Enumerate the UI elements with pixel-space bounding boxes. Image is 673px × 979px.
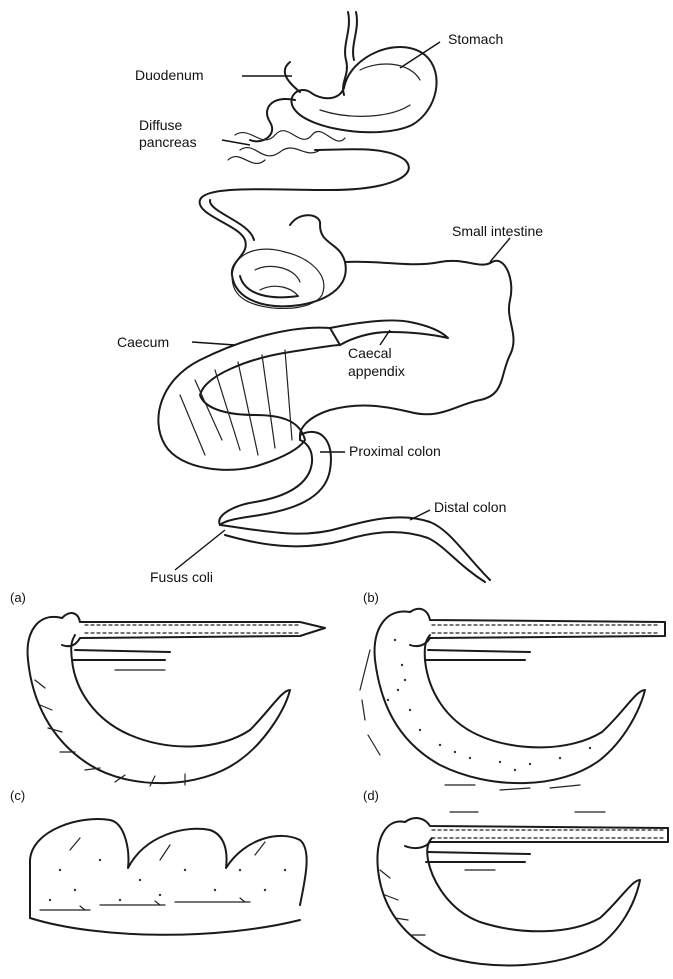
panel-c-haustra	[30, 819, 307, 918]
coil	[232, 249, 324, 308]
panel-c: (c)	[10, 788, 307, 935]
caecum-label: Caecum	[117, 334, 169, 350]
panel-c-label: (c)	[10, 788, 25, 803]
diffuse-pancreas-label-line2: pancreas	[139, 134, 197, 150]
fusus-coli-label: Fusus coli	[150, 569, 213, 585]
stomach	[291, 47, 436, 132]
panel-c-particles	[49, 859, 286, 901]
small-intestine	[200, 149, 514, 435]
label-pointers	[175, 42, 510, 570]
distal-colon	[220, 517, 490, 582]
duodenum	[250, 62, 300, 141]
panel-d: (d)	[363, 788, 668, 965]
caecum	[158, 328, 340, 470]
panel-a-label: (a)	[10, 590, 26, 605]
caecal-appendix-label-line1: Caecal	[348, 345, 392, 361]
digestive-tract-illustration	[158, 12, 513, 582]
duodenum-label: Duodenum	[135, 67, 204, 83]
panel-a: (a)	[10, 590, 325, 786]
proximal-colon-label: Proximal colon	[349, 443, 441, 459]
diffuse-pancreas	[228, 131, 345, 164]
panel-d-label: (d)	[363, 788, 379, 803]
panel-b-particles	[387, 639, 591, 771]
panel-b: (b)	[360, 590, 665, 790]
small-intestine-label: Small intestine	[452, 223, 543, 239]
panel-b-label: (b)	[363, 590, 379, 605]
distal-colon-label: Distal colon	[434, 499, 506, 515]
stomach-label: Stomach	[448, 31, 503, 47]
caecal-appendix-label-line2: appendix	[348, 363, 405, 379]
diffuse-pancreas-label-line1: Diffuse	[139, 117, 183, 133]
panel-a-caecum	[28, 617, 290, 783]
panel-d-caecum	[377, 822, 640, 966]
